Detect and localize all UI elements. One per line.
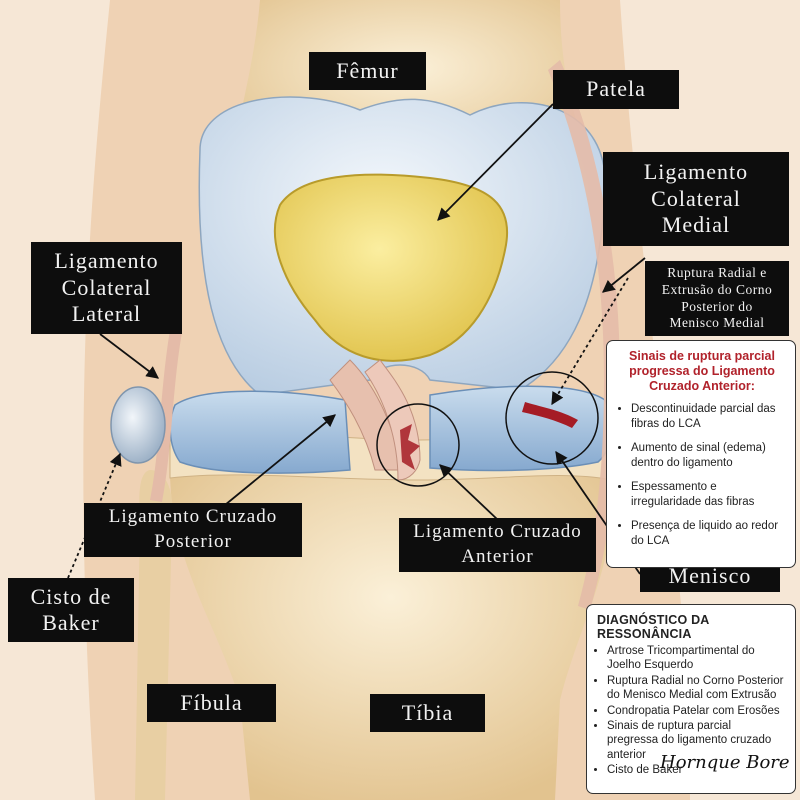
baker-cyst-label: Cisto de Baker <box>8 578 134 642</box>
baker-cyst-label-text: Cisto de Baker <box>30 583 112 635</box>
meniscus-tear-mark <box>522 402 578 428</box>
fibula-label: Fíbula <box>147 684 276 722</box>
acl-signs-title: Sinais de ruptura parcial progressa do L… <box>629 349 775 393</box>
mcl-label: Ligamento Colateral Medial <box>603 152 789 246</box>
acl-tear-mark <box>400 424 420 470</box>
tibia-label-text: Tíbia <box>401 699 454 725</box>
mri-diagnosis-title: DIAGNÓSTICO DA RESSONÂNCIA <box>597 613 710 641</box>
lcl-label: Ligamento Colateral Lateral <box>31 242 182 334</box>
mcl-label-text: Ligamento Colateral Medial <box>643 159 749 238</box>
pcl-label-text: Ligamento Cruzado Posterior <box>108 506 278 552</box>
list-item: Condropatia Patelar com Erosões <box>607 704 785 718</box>
femur-label-text: Fêmur <box>336 57 399 83</box>
mri-diagnosis-list: Artrose Tricompartimental do Joelho Esqu… <box>597 644 785 777</box>
acl-label-text: Ligamento Cruzado Anterior <box>413 521 582 567</box>
acl-label: Ligamento Cruzado Anterior <box>399 518 596 572</box>
list-item: Espessamento e irregularidade das fibras <box>631 480 785 510</box>
list-item: Cisto de Baker <box>607 763 785 777</box>
list-item: Artrose Tricompartimental do Joelho Esqu… <box>607 644 785 673</box>
meniscus-tear-label: Ruptura Radial e Extrusão do Corno Poste… <box>645 261 789 336</box>
lateral-meniscus <box>169 390 351 474</box>
meniscus-tear-circle <box>505 371 599 465</box>
patella-label: Patela <box>553 70 679 109</box>
posterior-cruciate-ligament <box>329 359 401 471</box>
list-item: Sinais de ruptura parcial pregressa do l… <box>607 719 785 762</box>
list-item: Ruptura Radial no Corno Posterior do Men… <box>607 674 785 703</box>
femur-label: Fêmur <box>309 52 426 90</box>
list-item: Presença de liquido ao redor do LCA <box>631 519 785 549</box>
acl-signs-panel: Sinais de ruptura parcial progressa do L… <box>606 340 796 568</box>
mri-diagnosis-panel: DIAGNÓSTICO DA RESSONÂNCIA Artrose Trico… <box>586 604 796 794</box>
acl-signs-list: Descontinuidade parcial das fibras do LC… <box>619 402 785 549</box>
lcl-label-text: Ligamento Colateral Lateral <box>54 248 159 327</box>
baker-cyst <box>110 386 166 464</box>
fibula-label-text: Fíbula <box>180 689 243 715</box>
pcl-label: Ligamento Cruzado Posterior <box>84 503 302 557</box>
lateral-collateral-ligament <box>150 330 182 502</box>
medial-collateral-ligament <box>548 60 620 610</box>
patella-label-text: Patela <box>586 76 646 102</box>
patella-bone <box>273 173 509 362</box>
tibia-label: Tíbia <box>370 694 485 732</box>
list-item: Descontinuidade parcial das fibras do LC… <box>631 402 785 432</box>
signature: Hornque Bore <box>660 752 790 773</box>
acl-tear-circle <box>376 403 460 487</box>
list-item: Aumento de sinal (edema) dentro do ligam… <box>631 441 785 471</box>
meniscus-tear-label-text: Ruptura Radial e Extrusão do Corno Poste… <box>661 264 773 331</box>
